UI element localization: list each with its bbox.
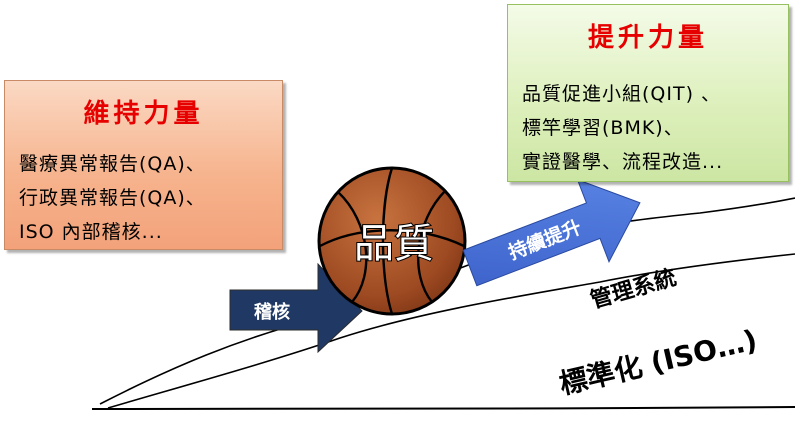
improve-force-item: 標竿學習(BMK)、 — [522, 117, 684, 139]
upper-slope-label: 管理系統 — [587, 265, 679, 314]
quality-ball — [317, 166, 467, 316]
audit-arrow — [229, 262, 363, 354]
maintain-force-item: 醫療異常報告(QA)、 — [19, 153, 206, 175]
audit-arrow-label: 稽核 — [254, 301, 290, 323]
improve-force-item: 實證醫學、流程改造... — [522, 151, 724, 173]
maintain-force-title: 維持力量 — [83, 99, 204, 129]
maintain-force-item: 行政異常報告(QA)、 — [19, 187, 206, 209]
improve-force-item: 品質促進小組(QIT) 、 — [522, 83, 722, 105]
ball-label: 品質 — [354, 221, 434, 267]
improve-force-title: 提升力量 — [587, 23, 708, 53]
lower-slope-line — [107, 253, 795, 409]
lower-slope-label: 標準化 (ISO…) — [556, 323, 760, 401]
ground-line — [91, 406, 795, 410]
improve-force-box: 提升力量 品質促進小組(QIT) 、 標竿學習(BMK)、 實證醫學、流程改造.… — [507, 4, 789, 182]
maintain-force-box: 維持力量 醫療異常報告(QA)、 行政異常報告(QA)、 ISO 內部稽核... — [4, 80, 283, 250]
maintain-force-item: ISO 內部稽核... — [19, 221, 163, 243]
